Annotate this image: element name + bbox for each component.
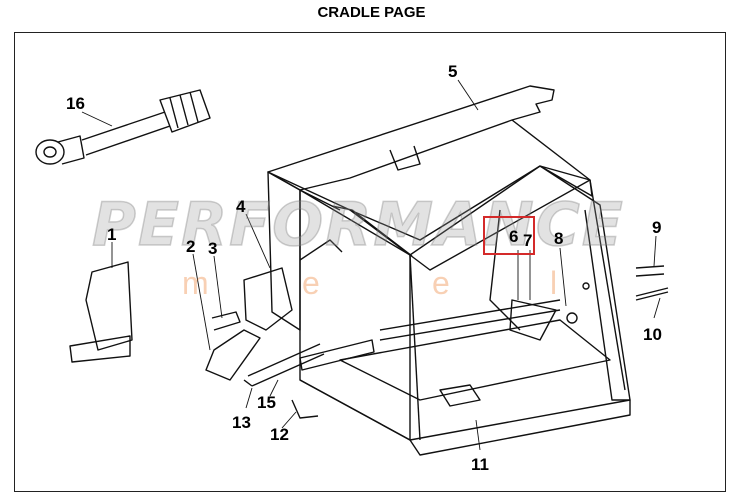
top-bar-part	[267, 85, 555, 191]
callout-5: 5	[448, 62, 458, 81]
pin-parts	[211, 265, 669, 419]
callout-3: 3	[208, 239, 218, 258]
callout-highlight-box	[483, 216, 535, 255]
callout-15: 15	[257, 393, 276, 412]
callout-12: 12	[270, 425, 289, 444]
callout-7: 7	[523, 231, 533, 250]
callout-1: 1	[107, 225, 117, 244]
diagram-frame	[14, 32, 726, 492]
watermark-logo: PERFORMANCE	[91, 189, 625, 261]
callout-2: 2	[186, 237, 196, 256]
callout-10: 10	[643, 325, 662, 344]
page-title: CRADLE PAGE	[317, 4, 426, 21]
callout-13: 13	[232, 413, 251, 432]
callout-9: 9	[652, 218, 662, 237]
callout-6: 6	[509, 227, 519, 246]
main-frame-part	[267, 119, 631, 456]
watermark-letter: l	[550, 265, 558, 301]
callout-11: 11	[471, 455, 489, 474]
leader-lines	[81, 79, 661, 451]
side-plate-part	[69, 261, 133, 363]
callout-8: 8	[554, 229, 564, 248]
pto-shaft-part	[35, 89, 211, 165]
watermark-letter: m	[182, 265, 209, 301]
callout-4: 4	[236, 197, 246, 216]
callout-16: 16	[66, 94, 85, 113]
watermark-letter: e	[432, 265, 450, 301]
bracket-part	[205, 267, 293, 381]
watermark-letter: e	[302, 265, 320, 301]
